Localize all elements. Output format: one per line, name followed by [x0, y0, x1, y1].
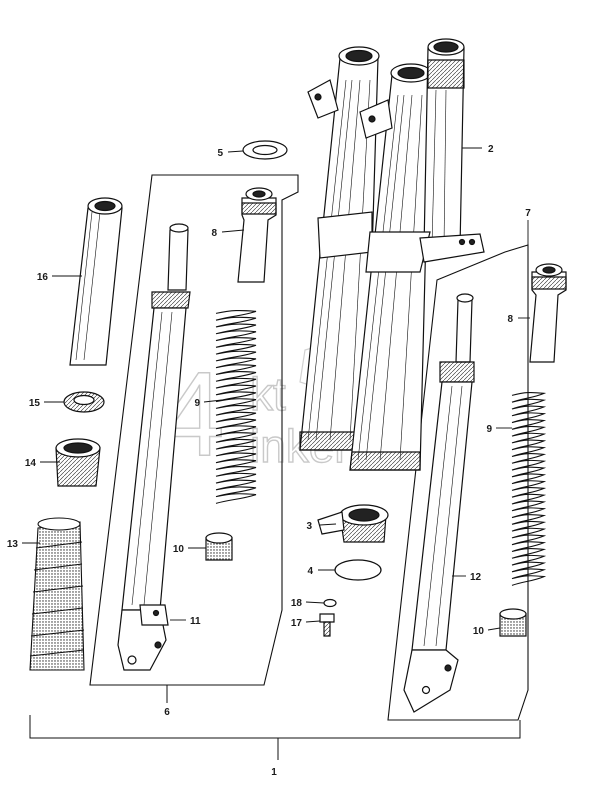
fork-upper-tubes: [299, 38, 485, 471]
part-10-cap-left: [205, 532, 233, 561]
callout-8-right: 8: [507, 314, 513, 325]
callout-7: 7: [525, 208, 531, 219]
assembly-outline-left: [89, 174, 299, 686]
spring-coil: [215, 309, 257, 504]
callout-3: 3: [306, 521, 312, 532]
assembly-bracket: [29, 685, 521, 760]
part-8-spring-seat-left: [237, 187, 277, 283]
part-10-cap-right: [499, 608, 527, 637]
callout-6: 6: [164, 707, 170, 718]
part-12-slider-right: [403, 293, 475, 713]
callout-1: 1: [271, 767, 277, 778]
callout-16: 16: [37, 272, 49, 283]
callout-10-left: 10: [173, 544, 185, 555]
part-8-spring-seat-right: [529, 263, 567, 363]
callout-labels: 1 2 3 4 5 6 7 8 8 9 9 10 10 11 12 13 14 …: [7, 144, 531, 778]
part-4-o-ring: [334, 559, 382, 581]
leader-lines: [22, 147, 530, 631]
part-3-cover-bracket: [317, 504, 389, 543]
callout-11: 11: [190, 616, 201, 627]
part-9-spring-left: [215, 309, 257, 504]
spring-coil: [511, 391, 547, 586]
assembly-outline-right: [387, 244, 529, 721]
callout-10-right: 10: [473, 626, 485, 637]
callout-9-left: 9: [194, 398, 200, 409]
callout-2: 2: [488, 144, 494, 155]
callout-12: 12: [470, 572, 482, 583]
part-5-washer: [242, 140, 288, 160]
callout-13: 13: [7, 539, 19, 550]
watermark-line1: kt: [250, 368, 286, 420]
callout-17: 17: [291, 618, 303, 629]
part-11-slider-left: [117, 223, 191, 671]
part-18-small-washer: [323, 598, 337, 608]
part-15-oil-seal: [63, 391, 105, 413]
part-9-spring-right: [511, 391, 547, 586]
callout-5: 5: [217, 148, 223, 159]
callout-8-left: 8: [211, 228, 217, 239]
callout-18: 18: [291, 598, 303, 609]
part-17-bolt: [319, 613, 335, 637]
callout-14: 14: [25, 458, 37, 469]
part-14-bushing: [55, 438, 101, 487]
callout-4: 4: [307, 566, 313, 577]
callout-9-right: 9: [486, 424, 492, 435]
part-16-cover-tube: [69, 197, 123, 366]
part-13-rubber-boot: [29, 517, 85, 671]
callout-15: 15: [29, 398, 41, 409]
